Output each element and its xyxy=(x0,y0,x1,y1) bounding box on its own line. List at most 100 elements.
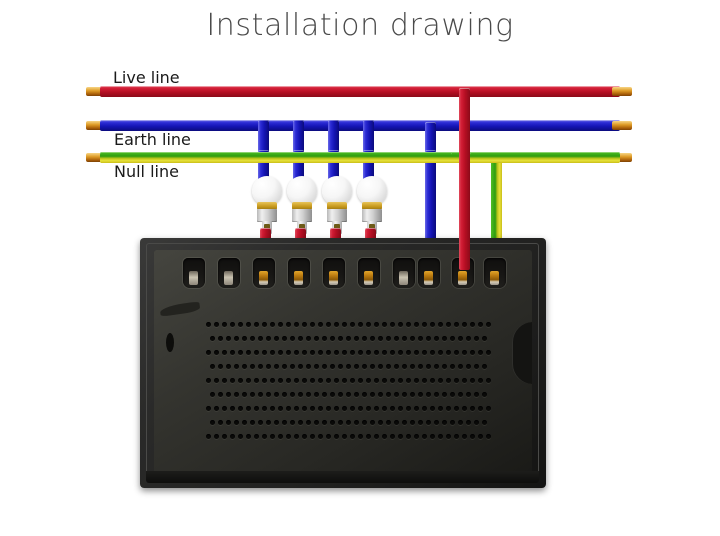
vent-hole xyxy=(370,420,375,425)
vent-hole xyxy=(374,322,379,327)
vent-hole xyxy=(258,336,263,341)
earth-drop-wire-5-front xyxy=(425,150,436,270)
vent-hole xyxy=(206,350,211,355)
vent-hole xyxy=(214,406,219,411)
vent-hole xyxy=(206,322,211,327)
vent-hole xyxy=(226,364,231,369)
vent-hole xyxy=(214,434,219,439)
vent-hole xyxy=(346,420,351,425)
vent-hole xyxy=(374,434,379,439)
vent-hole xyxy=(422,406,427,411)
vent-hole xyxy=(286,378,291,383)
terminal-slot-7[interactable] xyxy=(393,258,415,288)
vent-hole xyxy=(442,420,447,425)
vent-hole xyxy=(458,392,463,397)
vent-hole xyxy=(274,420,279,425)
null-drop-wire xyxy=(491,154,502,270)
vent-hole xyxy=(222,378,227,383)
vent-hole xyxy=(342,434,347,439)
vent-hole xyxy=(258,392,263,397)
vent-hole xyxy=(262,378,267,383)
vent-hole xyxy=(270,350,275,355)
terminal-slot-2[interactable] xyxy=(218,258,240,288)
terminal-slot-5[interactable] xyxy=(323,258,345,288)
vent-hole xyxy=(446,434,451,439)
vent-hole xyxy=(306,392,311,397)
vent-hole xyxy=(470,378,475,383)
vent-hole xyxy=(230,378,235,383)
terminal-slot-3[interactable] xyxy=(253,258,275,288)
vent-hole xyxy=(386,392,391,397)
wall-switch-back-box[interactable] xyxy=(140,238,546,488)
vent-hole xyxy=(418,364,423,369)
connector-bulb-icon xyxy=(322,176,352,205)
vent-hole xyxy=(370,364,375,369)
vent-hole xyxy=(350,406,355,411)
vent-hole xyxy=(406,378,411,383)
vent-hole xyxy=(430,434,435,439)
vent-hole xyxy=(390,378,395,383)
vent-hole xyxy=(462,434,467,439)
vent-hole xyxy=(434,336,439,341)
connector-screw xyxy=(299,224,305,231)
terminal-slot-8[interactable] xyxy=(418,258,440,288)
vent-hole xyxy=(278,434,283,439)
vent-hole xyxy=(362,392,367,397)
vent-hole xyxy=(350,434,355,439)
terminal-pin xyxy=(294,271,303,285)
vent-hole xyxy=(350,350,355,355)
vent-hole xyxy=(394,420,399,425)
vent-hole xyxy=(366,378,371,383)
vent-hole xyxy=(278,322,283,327)
vent-hole xyxy=(386,420,391,425)
vent-hole xyxy=(366,322,371,327)
vent-hole xyxy=(366,350,371,355)
vent-hole xyxy=(410,420,415,425)
vent-hole xyxy=(234,364,239,369)
vent-hole xyxy=(406,350,411,355)
device-right-notch xyxy=(512,322,532,384)
vent-hole xyxy=(254,434,259,439)
vent-hole xyxy=(302,406,307,411)
vent-hole xyxy=(402,336,407,341)
vent-hole xyxy=(378,420,383,425)
vent-hole xyxy=(338,364,343,369)
vent-hole xyxy=(382,350,387,355)
terminal-slot-4[interactable] xyxy=(288,258,310,288)
vent-hole xyxy=(454,350,459,355)
vent-hole xyxy=(254,406,259,411)
connector-gold-band xyxy=(327,202,347,210)
vent-hole xyxy=(382,322,387,327)
vent-hole xyxy=(390,434,395,439)
page-title: Installation drawing xyxy=(206,8,514,43)
vent-hole xyxy=(294,350,299,355)
vent-hole xyxy=(290,336,295,341)
vent-hole xyxy=(446,406,451,411)
vent-hole xyxy=(454,406,459,411)
vent-hole xyxy=(214,350,219,355)
terminal-slot-10[interactable] xyxy=(484,258,506,288)
vent-hole xyxy=(422,350,427,355)
vent-hole xyxy=(354,392,359,397)
vent-hole xyxy=(286,322,291,327)
vent-hole xyxy=(414,322,419,327)
vent-hole xyxy=(418,336,423,341)
vent-hole xyxy=(246,434,251,439)
vent-hole xyxy=(474,336,479,341)
vent-hole xyxy=(470,406,475,411)
vent-hole xyxy=(342,406,347,411)
earth-bus-left-copper-end xyxy=(86,121,106,130)
terminal-slot-1[interactable] xyxy=(183,258,205,288)
label-earth-line: Earth line xyxy=(114,130,191,149)
vent-hole xyxy=(222,434,227,439)
terminal-slot-6[interactable] xyxy=(358,258,380,288)
vent-hole xyxy=(314,364,319,369)
vent-hole xyxy=(326,434,331,439)
vent-hole xyxy=(374,378,379,383)
vent-hole xyxy=(298,336,303,341)
vent-hole xyxy=(442,336,447,341)
vent-hole xyxy=(302,322,307,327)
vent-hole xyxy=(258,364,263,369)
vent-hole xyxy=(450,420,455,425)
vent-hole xyxy=(290,364,295,369)
